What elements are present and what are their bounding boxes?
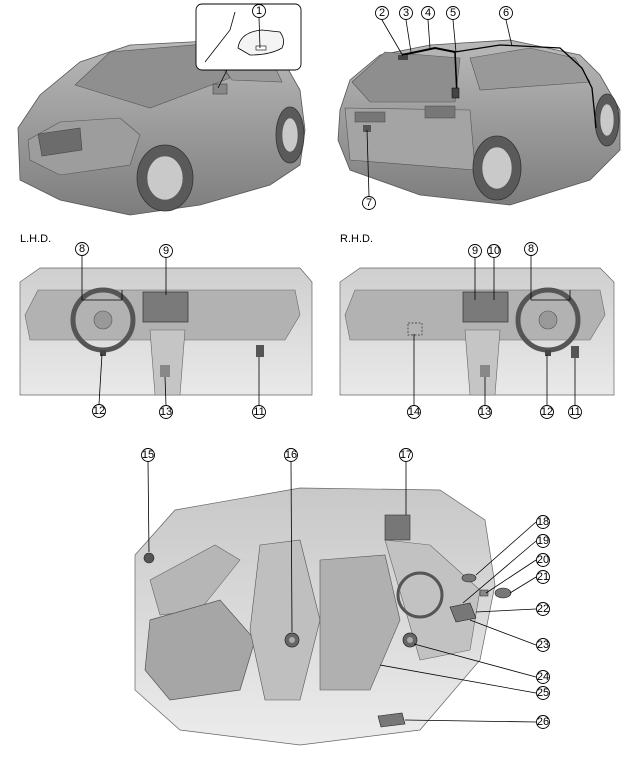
callout-19: 19	[537, 535, 549, 547]
callouts: 1 2 3 4 5 6 7 8 9 12 13 11 9 10 8 14 13 …	[75, 4, 582, 729]
callout-9-rhd: 9	[472, 245, 478, 257]
callout-15: 15	[142, 449, 154, 461]
callout-21: 21	[537, 571, 549, 583]
callout-23: 23	[537, 639, 549, 651]
callout-18: 18	[537, 516, 549, 528]
callout-10: 10	[488, 245, 500, 257]
callout-12-lhd: 12	[93, 405, 105, 417]
callout-11-rhd: 11	[569, 406, 580, 418]
lhd-label: L.H.D.	[20, 233, 52, 245]
callout-26: 26	[537, 716, 549, 728]
callout-1: 1	[256, 5, 262, 17]
callout-24: 24	[537, 671, 549, 683]
callout-20: 20	[537, 554, 549, 566]
front-car-illustration	[17, 3, 306, 216]
callout-7: 7	[366, 197, 372, 209]
callout-13-rhd: 13	[479, 406, 491, 418]
callout-6: 6	[503, 7, 509, 19]
callout-16: 16	[285, 449, 297, 461]
cabin-interior-illustration	[134, 461, 537, 746]
lhd-dashboard-illustration	[19, 255, 313, 406]
callout-8-lhd: 8	[79, 243, 85, 255]
rhd-label: R.H.D.	[340, 233, 373, 245]
rear-car-illustration	[337, 19, 621, 206]
callout-13-lhd: 13	[160, 406, 172, 418]
callout-11-lhd: 11	[253, 406, 264, 418]
callout-5: 5	[450, 7, 456, 19]
callout-25: 25	[537, 687, 549, 699]
callout-3: 3	[403, 7, 409, 19]
rhd-dashboard-illustration	[339, 256, 615, 405]
callout-17: 17	[400, 449, 412, 461]
callout-2: 2	[379, 7, 385, 19]
callout-12-rhd: 12	[541, 406, 553, 418]
callout-8-rhd: 8	[528, 243, 534, 255]
callout-14: 14	[408, 406, 420, 418]
callout-22: 22	[537, 603, 549, 615]
callout-4: 4	[425, 7, 431, 19]
callout-9-lhd: 9	[163, 245, 169, 257]
